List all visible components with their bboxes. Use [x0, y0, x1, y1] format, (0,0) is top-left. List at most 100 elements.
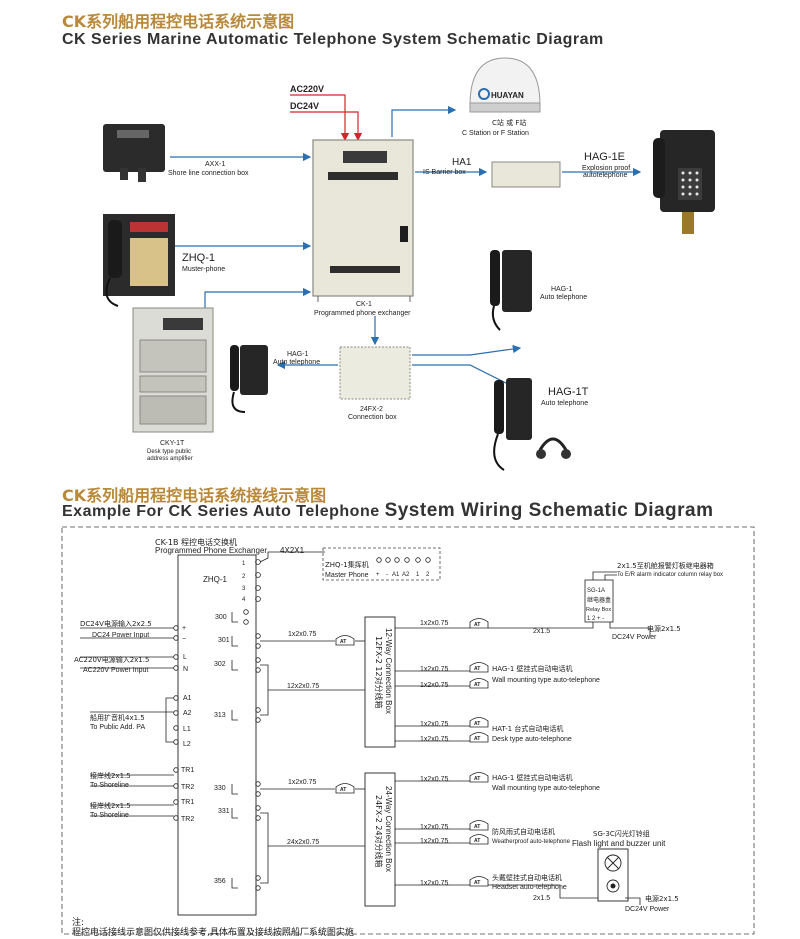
- zhq1-code: ZHQ-1: [182, 252, 215, 264]
- hag-wall-cn: HAG-1 壁挂式自动电话机: [492, 664, 573, 673]
- cable-301: 1x2x0.75: [288, 631, 317, 638]
- muster-label-cn: ZHQ-1集挥机: [325, 560, 369, 569]
- muster-phone-strip: [322, 547, 441, 581]
- at-symbol-8: AT: [469, 772, 489, 783]
- hag1-left-code: HAG-1: [287, 351, 309, 358]
- dc-term-minus: −: [182, 636, 186, 643]
- at-symbol-3: AT: [469, 618, 489, 629]
- ac-input-en: AC220V Power Input: [83, 667, 148, 674]
- muster-term-a2: A2: [402, 572, 410, 578]
- bottom-title-en: Example For CK Series Auto Telephone Sys…: [62, 500, 714, 522]
- at-symbol-7: AT: [469, 732, 489, 743]
- muster-terminals: [376, 557, 431, 563]
- shore-box-code: AXX-1: [205, 161, 225, 168]
- cable-330: 1x2x0.75: [288, 779, 317, 786]
- cky1t-code: CKY-1T: [160, 440, 185, 447]
- at-symbol-4: AT: [469, 662, 489, 673]
- hag1t-code: HAG-1T: [548, 386, 589, 398]
- power-ac-label: AC220V: [290, 84, 324, 94]
- relay-box-code: SG-1A: [587, 588, 605, 594]
- at-symbols: AT AT AT AT AT AT AT AT AT AT AT: [335, 618, 489, 887]
- cable-relay: 1x2x0.75: [420, 620, 449, 627]
- hag1-left-phone: [230, 345, 268, 413]
- muster-label-en: Master Phone: [325, 572, 369, 579]
- signal-lines: [170, 105, 642, 391]
- at-label-7: AT: [474, 736, 480, 742]
- top-title-cn: CK系列船用程控电话系统示意图: [62, 12, 295, 31]
- relay-box: [584, 579, 614, 623]
- cable-12-way: 12x2x0.75: [287, 683, 319, 690]
- exchanger-box: [177, 554, 257, 916]
- left-input-lines: [80, 625, 179, 821]
- huayan-logo-icon: [478, 88, 490, 100]
- ck1-exchanger-cabinet: [312, 139, 414, 302]
- pa-input-cn: 船用扩音机4x1.5: [90, 713, 145, 722]
- port-330: 330: [214, 785, 226, 792]
- at-label-9: AT: [474, 824, 480, 830]
- exchanger-wiring: [260, 640, 365, 884]
- zhq-terminals: 1 2 3 4: [242, 561, 246, 603]
- at-symbol-10: AT: [469, 834, 489, 845]
- at-symbol-5: AT: [469, 678, 489, 689]
- dc-input-en: DC24 Power Input: [92, 632, 149, 639]
- hat-desk-cn: HAT-1 台式自动电话机: [492, 724, 563, 733]
- connection-box-12: [364, 616, 396, 748]
- dc-term-plus: +: [182, 625, 186, 632]
- at-label-8: AT: [474, 776, 480, 782]
- muster-term-plus: +: [376, 572, 380, 578]
- box24-label-cn: 24FX-2 24对分线箱: [374, 795, 384, 868]
- muster-term-2: 2: [426, 572, 430, 578]
- pa-term-a1: A1: [183, 695, 192, 702]
- headset-cn: 头戴壁挂式自动电话机: [492, 873, 562, 882]
- pa-term-l1: L1: [183, 726, 191, 733]
- weatherproof-cn: 防风雨式自动电话机: [492, 827, 555, 836]
- hag1-right-code: HAG-1: [551, 286, 573, 293]
- cable-flash-power: 2x1.5: [533, 895, 550, 902]
- fx24-connection-box: [339, 346, 411, 400]
- port-331: 331: [218, 808, 230, 815]
- shore-box-desc: Shore line connection box: [168, 170, 249, 177]
- cky1t-pa-cabinet: [132, 307, 214, 433]
- at-label-4: AT: [474, 666, 480, 672]
- fx24-code: 24FX-2: [360, 406, 383, 413]
- cable-hat-2: 1x2x0.75: [420, 736, 449, 743]
- connection-box-24: [364, 772, 396, 907]
- pa-input-en: To Public Add. PA: [90, 724, 145, 731]
- port-301: 301: [218, 637, 230, 644]
- at-label-3: AT: [474, 622, 480, 628]
- cable-hat-1: 1x2x0.75: [420, 721, 449, 728]
- cable-weather-2: 1x2x0.75: [420, 838, 449, 845]
- bottom-title-cn: CK系列船用程控电话系统接线示意图: [62, 486, 327, 505]
- shore1-term-tr1: TR1: [181, 767, 194, 774]
- cky1t-desc-1: Desk type public: [147, 449, 191, 455]
- shore2-cn: 接岸线2x1.5: [90, 801, 131, 810]
- flash-power-cn: 电源2x1.5: [645, 894, 679, 903]
- exchanger-label-cn: CK-1B 程控电话交换机: [155, 537, 237, 547]
- bottom-title-en-big: System Wiring Schematic Diagram: [384, 500, 714, 521]
- port-300: 300: [215, 614, 227, 621]
- pa-term-a2: A2: [183, 710, 192, 717]
- relay-target-cn: 2x1.5至机舱报警灯板继电器箱: [617, 561, 714, 570]
- relay-box-en: Relay Box: [586, 607, 611, 613]
- buzzer-icon: [606, 879, 620, 893]
- footnote: 注: 程控电话接线示意图仅供接线参考,具体布置及接线按照船厂系统图实施: [72, 918, 354, 938]
- shore-connection-box: [103, 124, 165, 182]
- cable-hag-2: 1x2x0.75: [420, 682, 449, 689]
- cable-24-way: 24x2x0.75: [287, 839, 319, 846]
- zhq-term-3: 3: [242, 586, 246, 592]
- relay-power-en: DC24V Power: [612, 634, 657, 641]
- footnote-title: 注:: [72, 918, 85, 928]
- zhq-term-1: 1: [242, 561, 246, 567]
- headset-icon: [538, 437, 568, 451]
- at-symbol-9: AT: [469, 820, 489, 831]
- shore2-term-tr2: TR2: [181, 816, 194, 823]
- at-label-10: AT: [474, 838, 480, 844]
- exchanger-label-en: Programmed Phone Exchanger: [155, 546, 267, 555]
- ac-input-cn: AC220V电源输入2x1.5: [74, 655, 149, 664]
- port-terminals: [231, 609, 261, 891]
- relay-power-cn: 电源2x1.5: [647, 624, 681, 633]
- zhq-term-4: 4: [242, 597, 246, 603]
- ck1-desc: Programmed phone exchanger: [314, 310, 411, 317]
- ha1-code: HA1: [452, 157, 472, 168]
- dc-input-cn: DC24V电源输入2x2.5: [80, 619, 152, 628]
